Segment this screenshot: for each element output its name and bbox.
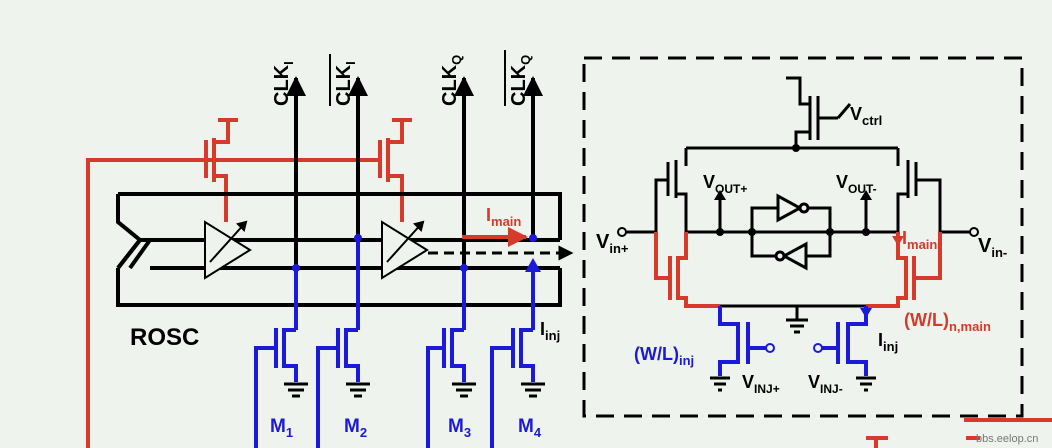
svg-text:CLKI: CLKI	[271, 61, 296, 106]
svg-text:CLKI: CLKI	[333, 61, 358, 106]
imain-label-left: Imain	[486, 205, 521, 229]
detail-box	[582, 56, 1024, 418]
detail-red-nmos	[654, 232, 942, 308]
vout-minus-label: VOUT-	[836, 172, 877, 196]
m3-label: M3	[448, 416, 471, 440]
imain-arrow-right	[892, 236, 904, 246]
svg-text:CLKQ: CLKQ	[508, 55, 533, 106]
wl-main-label: (W/L)n,main	[904, 310, 991, 334]
clk-i-label: CLKI	[271, 61, 296, 106]
ground-symbols-left	[284, 382, 545, 398]
detail-junction-dots	[716, 144, 870, 236]
vin-minus-label: Vin-	[978, 235, 1007, 260]
clk-q-bar-label: CLKQ	[504, 50, 533, 106]
imain-label-right: Imain	[902, 228, 937, 252]
detail-black-wires	[622, 76, 972, 320]
detail-blue-nmos	[718, 306, 868, 376]
vctrl-label: Vctrl	[850, 104, 882, 128]
iinj-label-left: Iinj	[540, 319, 560, 343]
clk-q-label: CLKQ	[439, 55, 464, 106]
ring-oscillator-loop	[116, 192, 562, 307]
vinj-minus-label: VINJ-	[808, 372, 843, 396]
vin-minus-terminal	[969, 227, 979, 237]
vin-plus-label: Vin+	[596, 231, 629, 256]
wl-inj-label: (W/L)inj	[634, 344, 694, 368]
m2-label: M2	[344, 416, 367, 440]
delay-cell-2	[381, 220, 429, 280]
clk-i-bar-label: CLKI	[329, 54, 358, 106]
rosc-label: ROSC	[130, 324, 199, 351]
pmos-right-red	[378, 118, 412, 222]
latch-inverters	[774, 193, 810, 271]
vinj-plus-terminal	[765, 343, 775, 353]
vinj-plus-label: VINJ+	[742, 372, 780, 396]
bias-line-red	[86, 158, 380, 448]
svg-text:CLKQ: CLKQ	[439, 55, 464, 106]
iinj-label-right: Iinj	[878, 330, 898, 354]
m4-label: M4	[518, 416, 542, 440]
watermark: bbs.eelop.cn	[976, 433, 1038, 445]
vout-plus-label: VOUT+	[703, 172, 747, 196]
vin-plus-terminal	[617, 227, 627, 237]
detail-arrows	[714, 190, 872, 200]
pmos-left-red	[204, 118, 238, 222]
injection-transistors	[254, 238, 535, 448]
delay-cell-1	[204, 220, 252, 280]
red-fragments-bottom	[866, 418, 1052, 448]
m1-label: M1	[270, 416, 293, 440]
iinj-arrow-left	[525, 258, 541, 272]
vinj-minus-terminal	[813, 343, 823, 353]
iinj-arrow-right	[860, 308, 872, 318]
ground-symbols-right	[710, 318, 876, 392]
